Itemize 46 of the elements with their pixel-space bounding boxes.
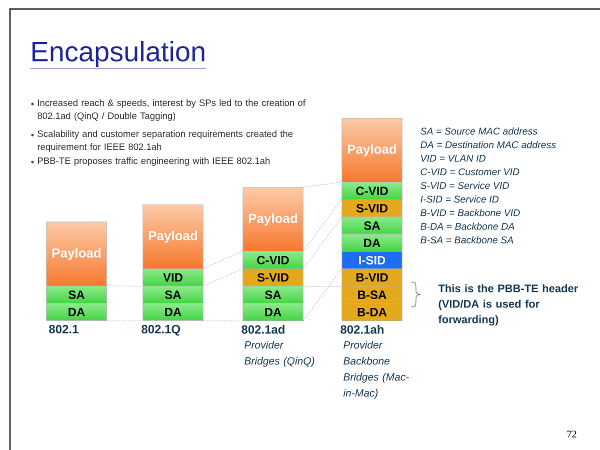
- header-field: DA: [342, 234, 402, 252]
- guide-line: [302, 268, 342, 322]
- definition-text: B-DA = Backbone DA: [420, 222, 514, 230]
- header-field: S-VID: [242, 268, 304, 286]
- header-field: DA: [142, 303, 204, 321]
- node-label: 802.1Q: [142, 324, 180, 336]
- bullet-text: PBB-TE proposes traffic engineering with IEEE 802.1ah: [38, 157, 270, 166]
- header-field: SA: [242, 286, 304, 304]
- guide-line: [202, 268, 244, 286]
- header-field: B-VID: [342, 268, 402, 286]
- definition-text: I-SID = Service ID: [420, 195, 499, 203]
- node-label: 802.1ad: [242, 324, 284, 334]
- slide-title: Encapsulation: [30, 40, 206, 69]
- guide-line: [302, 182, 342, 188]
- definition-text: B-SA = Backbone SA: [420, 236, 514, 244]
- header-field: S-VID: [342, 199, 402, 218]
- header-field: B-SA: [342, 286, 402, 304]
- note-text: This is the PBB-TE header (VID/DA is used for forwarding): [438, 284, 578, 326]
- header-field: C-VID: [242, 251, 304, 269]
- header-field: SA: [46, 286, 107, 304]
- definition-text: S-VID = Service VID: [420, 182, 509, 189]
- definition-text: DA = Destination MAC address: [420, 141, 556, 148]
- definition-text: SA = Source MAC address: [420, 127, 538, 135]
- definition-text: C-VID = Customer VID: [420, 168, 520, 176]
- header-field: DA: [46, 303, 107, 321]
- node-label: Provider Bridges (QinQ): [244, 340, 314, 367]
- guide-line: [106, 320, 144, 322]
- header-field: DA: [242, 303, 304, 321]
- bullet-text: Increased reach & speeds, interest by SPs led to the creation of 802.1ad (QinQ / Double Tagging): [38, 99, 306, 121]
- guide-line: [302, 216, 342, 269]
- node-label: 802.1: [49, 324, 78, 334]
- definition-text: VID = VLAN ID: [421, 154, 486, 162]
- node-label: Provider Backbone Bridges (Mac-in-Mac): [343, 340, 409, 399]
- guide-line: [302, 199, 342, 252]
- definition-text: B-VID = Backbone VID: [420, 209, 520, 216]
- header-field: SA: [142, 286, 204, 304]
- guide-line: [202, 251, 244, 269]
- header-field: SA: [342, 216, 402, 234]
- header-field: B-DA: [342, 303, 402, 321]
- node-label: 802.1ah: [340, 324, 384, 334]
- guide-line: [202, 320, 244, 322]
- bullet-text: Scalability and customer separation requirements created the requirement for IEEE 802.1ah: [38, 130, 293, 152]
- header-field: VID: [142, 268, 204, 286]
- header-field: I-SID: [342, 251, 402, 270]
- page-number: 72: [567, 430, 576, 438]
- header-field: C-VID: [342, 182, 402, 200]
